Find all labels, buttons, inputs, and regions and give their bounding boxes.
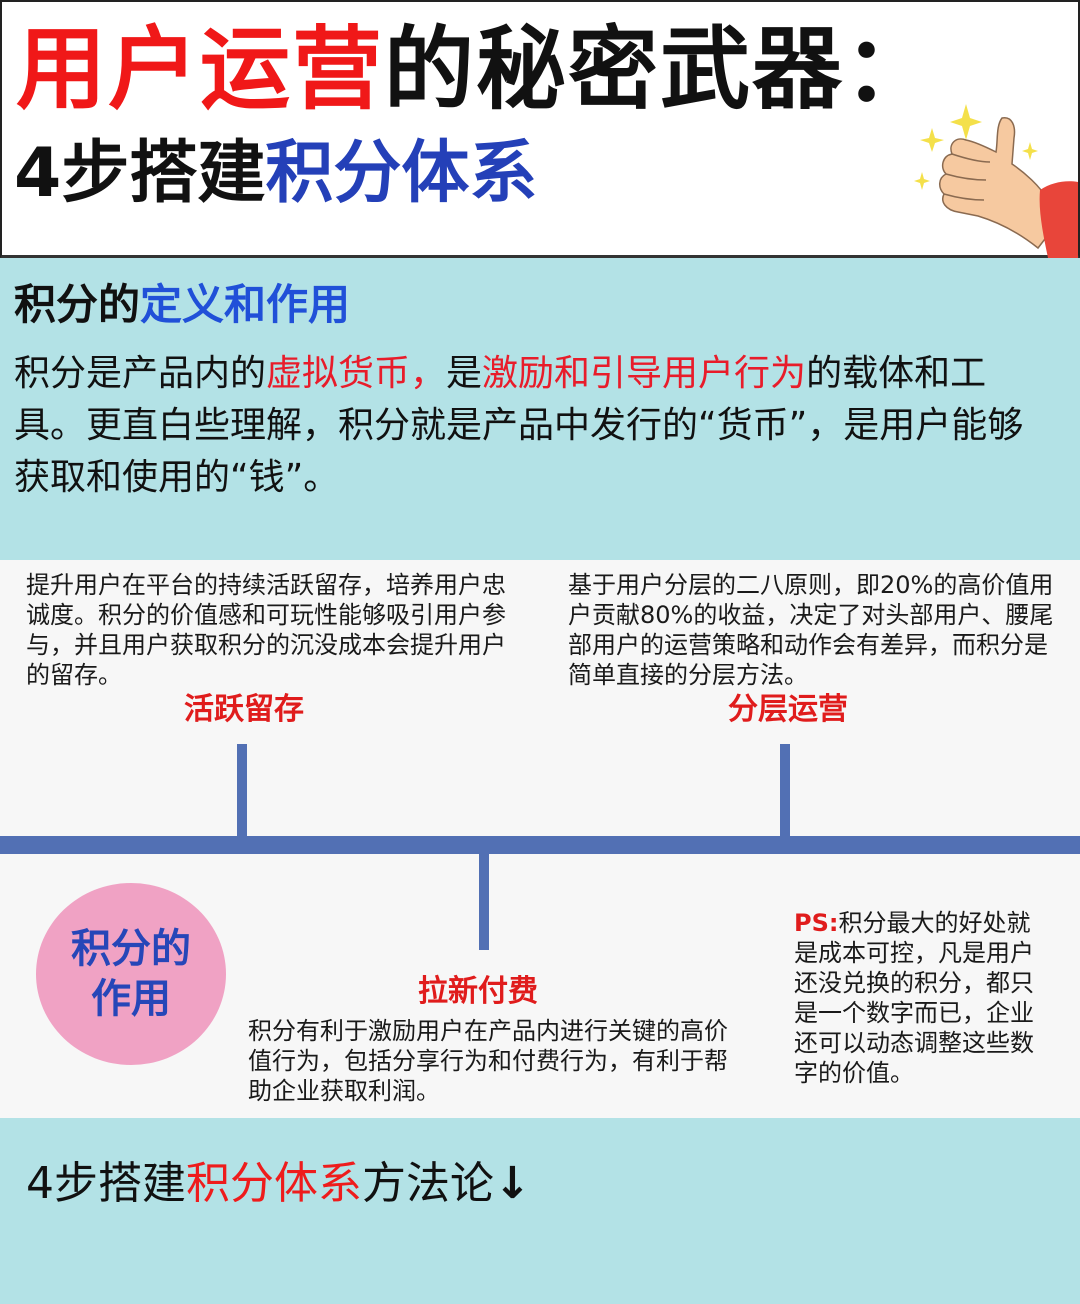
main-title: 用户运营的秘密武器：: [16, 20, 936, 120]
role-title-acquisition: 拉新付费: [418, 974, 538, 1009]
timeline-tick: [479, 852, 489, 950]
timeline-tick: [237, 744, 247, 838]
ps-note: PS:积分最大的好处就是成本可控，凡是用户还没兑换的积分，都只是一个数字而已，企…: [794, 908, 1054, 1088]
role-title-tiering: 分层运营: [728, 692, 848, 727]
ps-text: 积分最大的好处就是成本可控，凡是用户还没兑换的积分，都只是一个数字而已，企业还可…: [794, 909, 1034, 1087]
subtitle-prefix: 4步搭建: [14, 134, 266, 213]
title-highlight-red: 用户运营: [16, 17, 384, 122]
subtitle-highlight-blue: 积分体系: [265, 134, 538, 213]
timeline-tick: [780, 744, 790, 838]
timeline-axis: [0, 836, 1080, 854]
body-highlight: 虚拟货币，: [266, 353, 447, 394]
definition-body: 积分是产品内的虚拟货币，是激励和引导用户行为的载体和工具。更直白些理解，积分就是…: [14, 348, 1034, 504]
title-rest: 的秘密武器：: [384, 17, 936, 122]
badge-line-1: 积分的: [71, 926, 191, 972]
thumbs-up-icon: [914, 104, 1078, 258]
body-segment: 是: [446, 353, 483, 394]
heading-highlight: 定义和作用: [140, 280, 351, 329]
badge-line-2: 作用: [91, 976, 171, 1022]
header-banner: 用户运营的秘密武器： 4步搭建积分体系: [0, 0, 1080, 258]
method-prefix: 4步搭建: [26, 1158, 186, 1209]
body-segment: 积分是产品内的: [14, 353, 267, 394]
method-highlight: 积分体系: [186, 1158, 362, 1209]
method-suffix: 方法论: [362, 1158, 494, 1209]
body-highlight: 激励和引导用户行为: [482, 353, 807, 394]
definition-heading: 积分的定义和作用: [14, 280, 350, 330]
body-segment: 的载体和工具。更直白些理解，积分就是产品中发行的“货币”，是用户能够获取和使用的…: [14, 353, 1024, 498]
arrow-down-icon: ↓: [494, 1158, 531, 1209]
role-text-retention: 提升用户在平台的持续活跃留存，培养用户忠诚度。积分的价值感和可玩性能够吸引用户参…: [26, 571, 506, 689]
method-section: 4步搭建积分体系方法论↓: [0, 1118, 1080, 1304]
roles-diagram: 提升用户在平台的持续活跃留存，培养用户忠诚度。积分的价值感和可玩性能够吸引用户参…: [0, 560, 1080, 1118]
role-title-retention: 活跃留存: [184, 692, 304, 727]
heading-prefix: 积分的: [14, 280, 141, 329]
method-title: 4步搭建积分体系方法论↓: [26, 1156, 531, 1212]
role-text-tiering: 基于用户分层的二八原则，即20%的高价值用户贡献80%的收益，决定了对头部用户、…: [568, 571, 1054, 689]
role-text-acquisition: 积分有利于激励用户在产品内进行关键的高价值行为，包括分享行为和付费行为，有利于帮…: [248, 1017, 728, 1105]
subtitle: 4步搭建积分体系: [14, 134, 537, 214]
center-badge: 积分的 作用: [36, 883, 226, 1065]
definition-section: 积分的定义和作用 积分是产品内的虚拟货币，是激励和引导用户行为的载体和工具。更直…: [0, 258, 1080, 560]
ps-label: PS:: [794, 909, 839, 937]
